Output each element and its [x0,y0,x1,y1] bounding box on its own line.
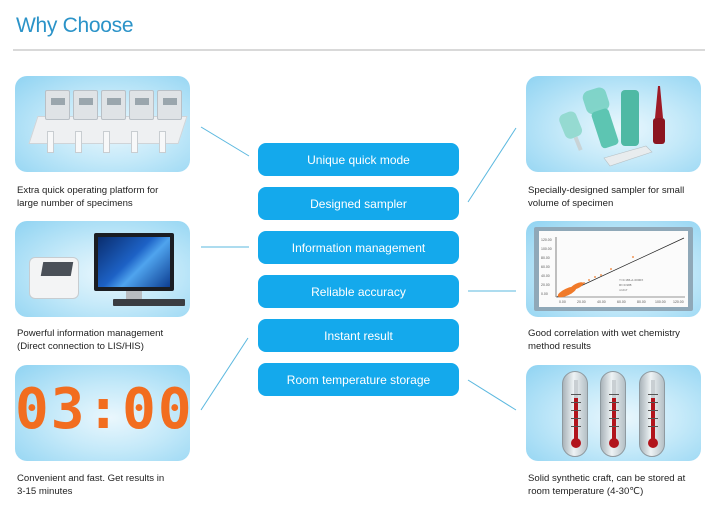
svg-text:60.00: 60.00 [617,300,626,304]
correlation-scatter: 120.00 100.00 80.00 60.00 40.00 20.00 0.00 0.… [541,237,685,304]
chart-frame: 120.00 100.00 80.00 60.00 40.00 20.00 0.00 0.… [534,227,693,311]
svg-text:n=217: n=217 [619,288,628,292]
connector-sampler [467,127,517,203]
timer-image: 03:00 [15,365,190,461]
svg-text:60.00: 60.00 [541,265,550,269]
connector-platform [200,126,250,157]
platform-slot [131,131,138,153]
svg-text:20.00: 20.00 [541,283,550,287]
svg-text:80.00: 80.00 [541,256,550,260]
correlation-chart-image: 120.00 100.00 80.00 60.00 40.00 20.00 0.00 0.… [526,221,701,317]
svg-text:Y=0.186+1.0000X: Y=0.186+1.0000X [619,278,643,282]
caption-line: Extra quick operating platform for [17,185,159,196]
platform-caption: Extra quick operating platform for large… [17,184,207,210]
platform-slot [159,131,166,153]
feature-information-management[interactable]: Information management [258,231,459,264]
thermometers-caption: Solid synthetic craft, can be stored at … [528,472,718,498]
svg-text:20.00: 20.00 [577,300,586,304]
svg-text:R²=0.988: R²=0.988 [619,283,632,287]
small-sampler [559,111,583,151]
x-axis-labels: 0.00 20.00 40.00 60.00 80.00 100.00 120.00 [559,300,684,304]
caption-line: volume of specimen [528,198,614,209]
sampler-caption: Specially-designed sampler for small vol… [528,184,718,210]
y-axis-labels: 120.00 100.00 80.00 60.00 40.00 20.00 0.00 [541,238,552,296]
svg-text:80.00: 80.00 [637,300,646,304]
svg-text:0.00: 0.00 [559,300,566,304]
connector-thermometers [467,379,517,411]
sampler-image [526,76,701,172]
timer-display: 03:00 [15,377,190,442]
caption-line: 3-15 minutes [17,486,73,497]
sampler-illustration [559,86,665,167]
caption-line: Powerful information management [17,328,164,339]
thermometer-icon [600,371,626,457]
title-divider [13,49,705,51]
monitor-stand [126,291,142,299]
caption-line: Good correlation with wet chemistry [528,328,680,339]
caption-line: (Direct connection to LIS/HIS) [17,341,144,352]
svg-text:100.00: 100.00 [655,300,666,304]
regression-annotation: Y=0.186+1.0000X R²=0.988 n=217 [619,278,643,292]
monitor [94,233,174,291]
svg-text:100.00: 100.00 [541,247,552,251]
chart-canvas: 120.00 100.00 80.00 60.00 40.00 20.00 0.00 0.… [539,231,688,307]
caption-line: room temperature (4-30℃) [528,486,644,497]
platform-slot [75,131,82,153]
svg-text:120.00: 120.00 [541,238,552,242]
analyzer-device [29,257,79,299]
svg-text:120.00: 120.00 [673,300,684,304]
svg-text:40.00: 40.00 [541,274,550,278]
caption-line: Solid synthetic craft, can be stored at [528,473,686,484]
svg-text:0.00: 0.00 [541,292,548,296]
platform-module [73,90,98,120]
computer-image [15,221,190,317]
feature-reliable-accuracy[interactable]: Reliable accuracy [258,275,459,308]
sampler-holder [603,145,653,167]
caption-line: Specially-designed sampler for small [528,185,685,196]
connector-timer [200,337,249,411]
red-dropper [653,86,665,144]
keyboard [113,299,185,306]
feature-designed-sampler[interactable]: Designed sampler [258,187,459,220]
green-tube [621,90,639,146]
platform-slot [47,131,54,153]
thermometers-image [526,365,701,461]
platform-module [45,90,70,120]
caption-line: Convenient and fast. Get results in [17,473,165,484]
computer-caption: Powerful information management (Direct … [17,327,207,353]
scatter-points [557,256,634,298]
feature-instant-result[interactable]: Instant result [258,319,459,352]
caption-line: large number of specimens [17,198,133,209]
platform-module [157,90,182,120]
chart-caption: Good correlation with wet chemistry meth… [528,327,718,353]
thermometer-icon [562,371,588,457]
platform-slot [103,131,110,153]
feature-room-temperature-storage[interactable]: Room temperature storage [258,363,459,396]
platform-module [101,90,126,120]
caption-line: method results [528,341,591,352]
thermometer-icon [639,371,665,457]
svg-text:40.00: 40.00 [597,300,606,304]
page-title: Why Choose [16,14,134,37]
timer-caption: Convenient and fast. Get results in 3-15… [17,472,207,498]
feature-unique-quick-mode[interactable]: Unique quick mode [258,143,459,176]
platform-image [15,76,190,172]
large-sampler [582,87,619,149]
platform-module [129,90,154,120]
